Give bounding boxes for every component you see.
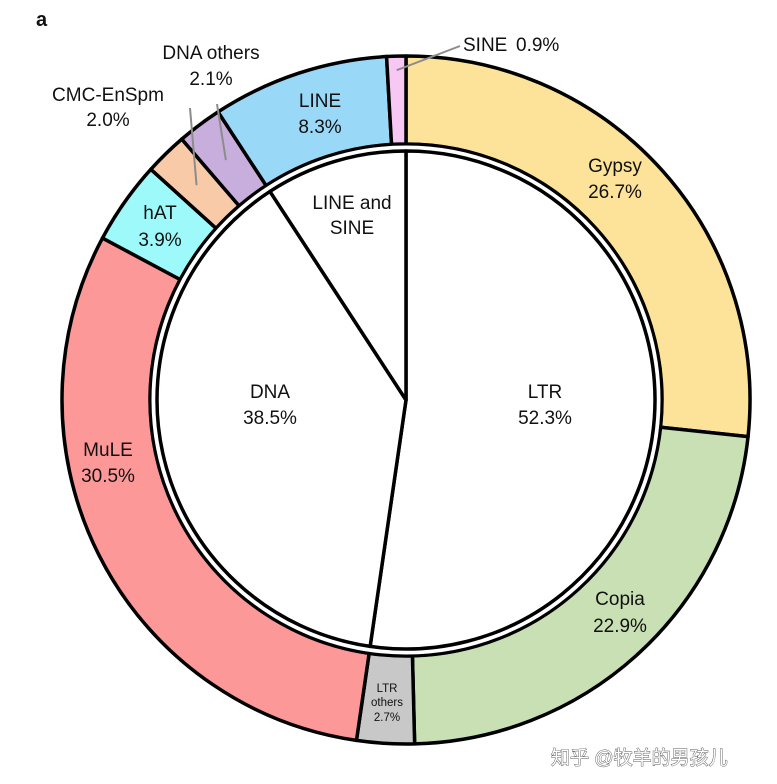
outer-label-ltr-others-line1: LTR [377, 683, 398, 695]
outer-label-hat-name: hAT [143, 203, 177, 224]
leader-line-sine [396, 45, 461, 72]
outer-label-cmc-enspm-pct: 2.0% [86, 110, 129, 131]
leader-lines [189, 45, 461, 186]
outer-label-dna-others-name: DNA others [162, 43, 259, 64]
outer-label-sine-name: SINE [463, 35, 507, 56]
inner-label-dna-pct: 38.5% [243, 408, 297, 429]
inner-label-line-sine-line1: LINE and [312, 193, 391, 214]
outer-label-hat-pct: 3.9% [138, 230, 181, 251]
outer-label-mule-name: MuLE [83, 440, 133, 461]
leader-line-dna-others [216, 103, 227, 161]
outer-label-sine-pct: 0.9% [516, 35, 559, 56]
outer-label-gypsy-name: Gypsy [588, 156, 642, 177]
inner-slice-line-and-sine [268, 149, 408, 402]
outer-label-mule-pct: 30.5% [81, 466, 135, 487]
inner-label-ltr-pct: 52.3% [518, 408, 572, 429]
leader-line-cmc-enspm [189, 107, 198, 186]
outer-label-copia-name: Copia [595, 589, 645, 610]
outer-label-gypsy-pct: 26.7% [588, 182, 642, 203]
inner-label-ltr-name: LTR [528, 382, 562, 403]
inner-ring [155, 149, 657, 651]
outer-label-ltr-others-pct: 2.7% [374, 712, 400, 724]
outer-slice-sine [384, 54, 408, 147]
inner-slice-ltr [368, 149, 657, 651]
outer-label-dna-others-pct: 2.1% [189, 69, 232, 90]
inner-label-line-sine-line2: SINE [330, 218, 374, 239]
outer-ring [60, 54, 752, 746]
panel-label: a [36, 9, 48, 31]
outer-label-ltr-others-line2: others [371, 697, 403, 709]
outer-label-line-pct: 8.3% [298, 117, 341, 138]
outer-label-copia-pct: 22.9% [593, 616, 647, 637]
inner-label-dna-name: DNA [250, 382, 290, 403]
outer-label-line-name: LINE [299, 91, 341, 112]
outer-label-cmc-enspm-name: CMC-EnSpm [52, 85, 164, 106]
watermark: 知乎 @牧羊的男孩儿 [551, 747, 728, 769]
